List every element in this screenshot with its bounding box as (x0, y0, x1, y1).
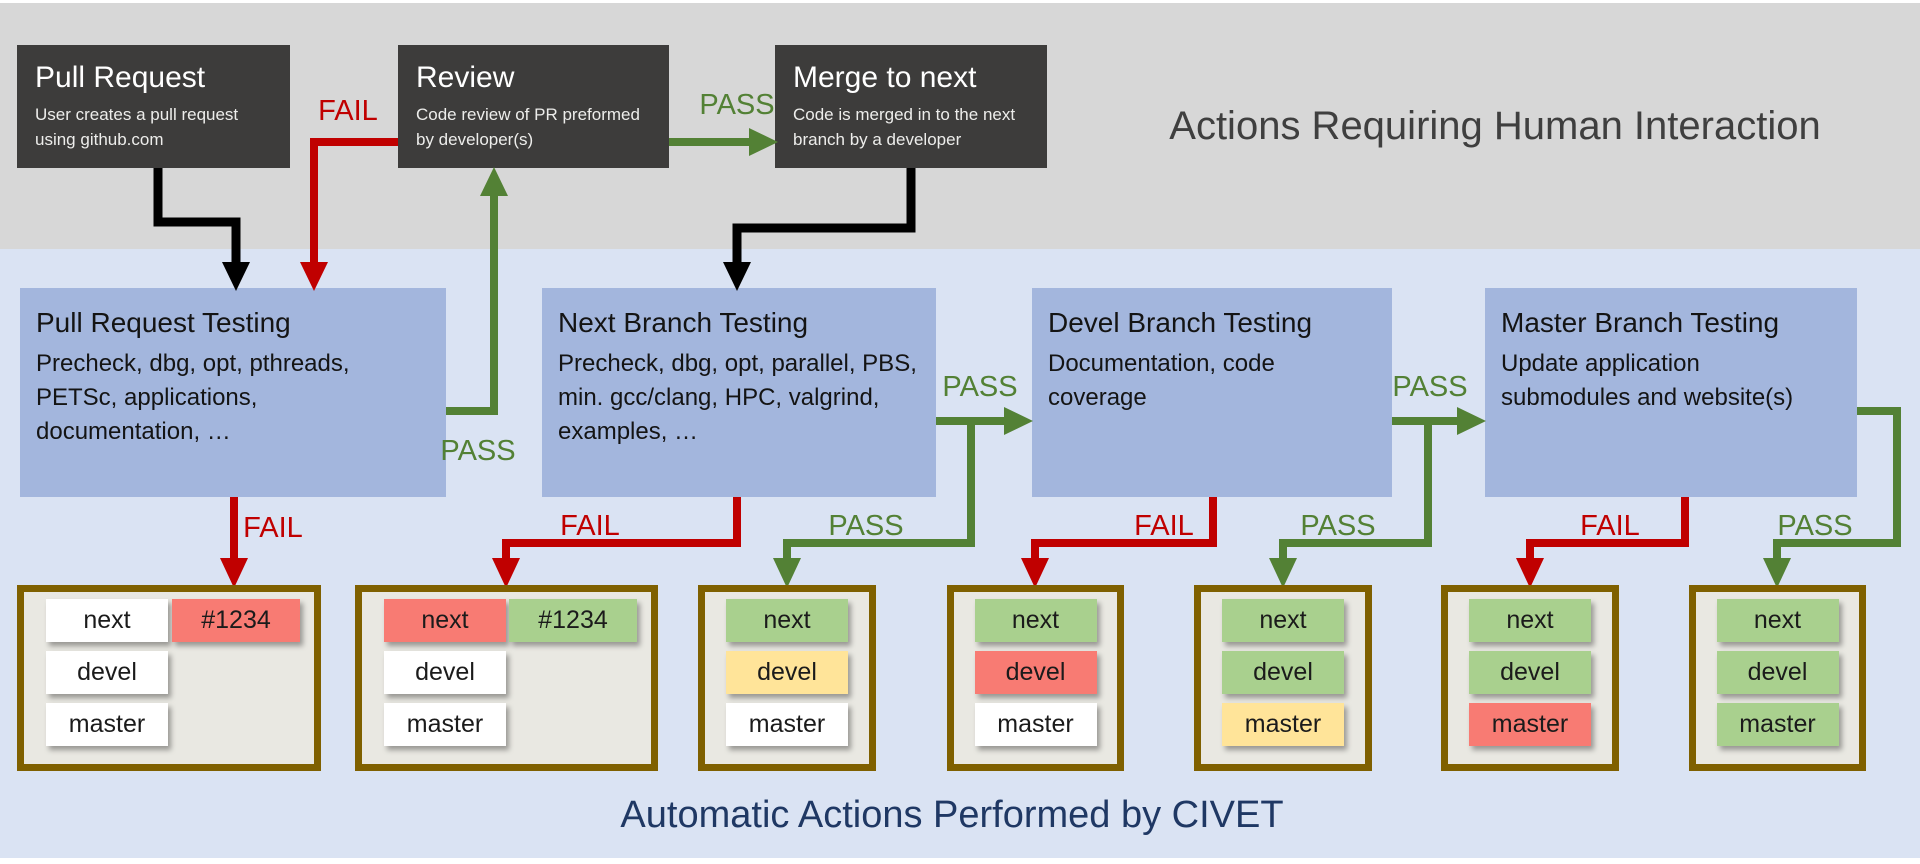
review-title: Review (416, 61, 515, 94)
pr-number-chip: #1234 (172, 599, 300, 642)
edge-label-mastertesting-fail: FAIL (1580, 510, 1640, 542)
edge-label-nexttesting-pass-down: PASS (828, 510, 904, 542)
edge-label-develtesting-pass-right: PASS (1392, 371, 1468, 403)
branch-chip-master: master (974, 703, 1097, 746)
merge-to-next-title: Merge to next (793, 61, 977, 94)
devel-branch-testing-box: Devel Branch Testing Documentation, code… (1032, 288, 1392, 497)
status-box-pr-fail: next devel master #1234 (17, 585, 321, 771)
edge-label-develtesting-fail: FAIL (1134, 510, 1194, 542)
pull-request-title: Pull Request (35, 61, 206, 94)
master-branch-testing-title: Master Branch Testing (1501, 307, 1780, 338)
status-box-devel-pass: next devel master (1194, 585, 1372, 771)
pull-request-testing-desc: Precheck, dbg, opt, pthreads, PETSc, app… (36, 350, 350, 446)
master-branch-testing-box: Master Branch Testing Update application… (1485, 288, 1857, 497)
branch-chip-master: master (1469, 703, 1591, 746)
branch-chip-master: master (726, 703, 848, 746)
edge-label-prtesting-fail: FAIL (243, 512, 303, 544)
branch-chip-devel: devel (384, 651, 506, 694)
edge-label-prtesting-pass: PASS (440, 435, 516, 467)
edge-label-nexttesting-fail: FAIL (560, 510, 620, 542)
next-branch-testing-title: Next Branch Testing (558, 307, 809, 338)
pull-request-desc: User creates a pull request using github… (35, 105, 239, 149)
branch-chip-next: next (1469, 599, 1591, 642)
human-actions-title: Actions Requiring Human Interaction (1169, 104, 1821, 148)
edge-label-nexttesting-pass-right: PASS (942, 371, 1018, 403)
branch-chip-master: master (1222, 703, 1344, 746)
automatic-actions-title: Automatic Actions Performed by CIVET (620, 794, 1284, 836)
status-box-next-fail: next devel master #1234 (355, 585, 658, 771)
branch-chip-devel: devel (974, 651, 1097, 694)
merge-to-next-box: Merge to next Code is merged in to the n… (775, 45, 1047, 168)
next-branch-testing-desc: Precheck, dbg, opt, parallel, PBS, min. … (558, 350, 917, 446)
pr-number-chip: #1234 (509, 599, 637, 642)
branch-chip-master: master (46, 703, 168, 746)
status-box-master-fail: next devel master (1441, 585, 1619, 771)
branch-chip-next: next (974, 599, 1097, 642)
branch-chip-next: next (1716, 599, 1839, 642)
next-branch-testing-box: Next Branch Testing Precheck, dbg, opt, … (542, 288, 936, 497)
branch-chip-devel: devel (1716, 651, 1839, 694)
pull-request-testing-box: Pull Request Testing Precheck, dbg, opt,… (20, 288, 446, 497)
branch-chip-devel: devel (726, 651, 848, 694)
status-box-devel-fail: next devel master (947, 585, 1124, 771)
branch-chip-devel: devel (1469, 651, 1591, 694)
review-box: Review Code review of PR preformed by de… (398, 45, 669, 168)
branch-chip-next: next (384, 599, 506, 642)
branch-chip-devel: devel (1222, 651, 1344, 694)
edge-label-review-pass: PASS (699, 89, 775, 121)
edge-label-review-fail: FAIL (318, 95, 378, 127)
merge-to-next-desc: Code is merged in to the next branch by … (793, 105, 1016, 149)
devel-branch-testing-title: Devel Branch Testing (1048, 307, 1313, 338)
branch-chip-devel: devel (46, 651, 168, 694)
devel-branch-testing-desc: Documentation, code coverage (1048, 350, 1275, 412)
master-branch-testing-desc: Update application submodules and websit… (1501, 350, 1794, 412)
edge-label-develtesting-pass-down: PASS (1300, 510, 1376, 542)
pull-request-box: Pull Request User creates a pull request… (17, 45, 290, 168)
status-box-next-pass: next devel master (698, 585, 876, 771)
branch-chip-next: next (1222, 599, 1344, 642)
branch-chip-master: master (1716, 703, 1839, 746)
branch-chip-master: master (384, 703, 506, 746)
branch-chip-next: next (726, 599, 848, 642)
pull-request-testing-title: Pull Request Testing (36, 307, 291, 338)
edge-label-mastertesting-pass: PASS (1777, 510, 1853, 542)
review-desc: Code review of PR preformed by developer… (416, 105, 640, 149)
branch-chip-next: next (46, 599, 168, 642)
status-box-master-pass: next devel master (1689, 585, 1866, 771)
